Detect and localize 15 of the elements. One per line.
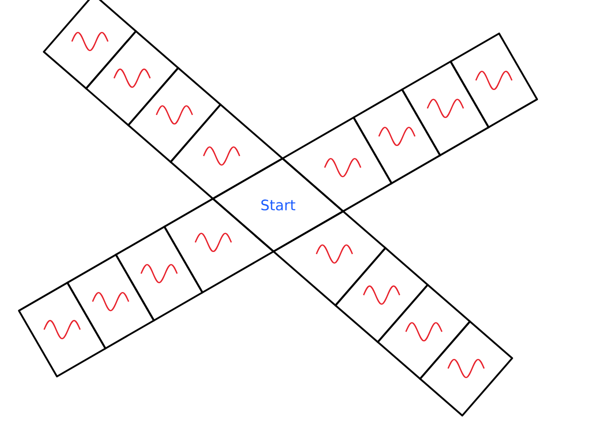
board-cell (66, 254, 155, 350)
board-cell (272, 210, 386, 306)
board-cell (18, 282, 106, 378)
board-cell (170, 104, 284, 200)
board-cell (334, 247, 429, 343)
board-cell (401, 60, 490, 156)
board-cell (127, 67, 222, 163)
board-cell (450, 32, 538, 128)
board-cell (419, 320, 514, 416)
board-cell (115, 226, 204, 322)
board-cell (85, 30, 180, 126)
board-cell (42, 0, 137, 90)
board-cell (352, 88, 441, 184)
start-cell: Start (212, 158, 344, 252)
board-cell (376, 284, 471, 380)
